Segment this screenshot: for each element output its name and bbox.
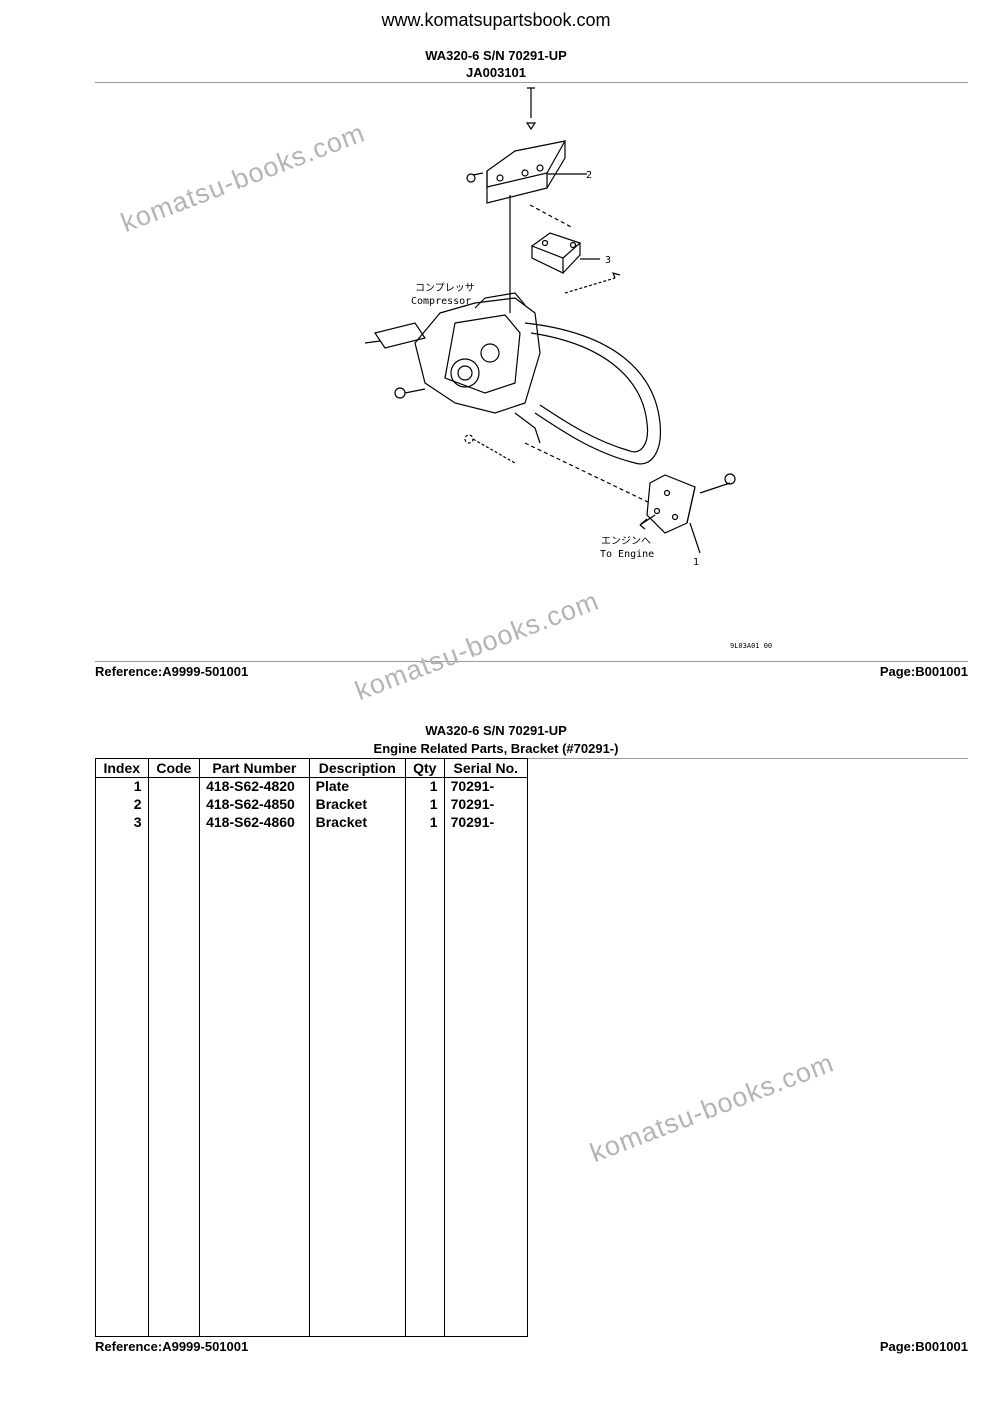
row-code [147,814,201,832]
col-description-header: Description [308,758,406,778]
callout-1: 1 [693,557,699,568]
model-title-bottom: WA320-6 S/N 70291-UP [425,723,567,738]
col-serial-header: Serial No. [443,758,529,778]
row-qty: 1 [404,796,445,814]
table-header-row: Index Code Part Number Description Qty S… [95,758,529,778]
row-part-number: 418-S62-4860 [199,814,310,832]
header-divider-top [95,82,968,83]
row-serial: 70291- [443,814,529,832]
parts-diagram: 2 3 1 コンプレッサ Compressor エンジンへ To Engine … [364,87,772,650]
model-title-top: WA320-6 S/N 70291-UP [425,48,567,63]
table-row: 1 418-S62-4820 Plate 1 70291- [95,777,529,796]
parts-table: Index Code Part Number Description Qty S… [95,758,529,1337]
col-qty-header: Qty [404,758,445,778]
row-description: Bracket [308,796,406,814]
site-url: www.komatsupartsbook.com [381,10,611,30]
group-title: Engine Related Parts, Bracket (#70291-) [373,741,619,756]
compressor-label-en: Compressor [411,296,471,307]
engine-label-en: To Engine [600,549,654,560]
row-code [147,777,201,796]
watermark: komatsu-books.com [585,1047,839,1169]
footer-divider-top [95,661,968,662]
reference-top: Reference:A9999-501001 [95,664,249,679]
row-description: Bracket [308,814,406,832]
col-code-header: Code [147,758,201,778]
table-empty-space [95,832,529,1337]
row-qty: 1 [404,777,445,796]
row-serial: 70291- [443,777,529,796]
table-row: 2 418-S62-4850 Bracket 1 70291- [95,796,529,814]
row-index: 2 [95,796,149,814]
row-code [147,796,201,814]
col-index-header: Index [95,758,149,778]
compressor-label-jp: コンプレッサ [415,282,475,294]
illustration-code: JA003101 [466,65,526,80]
callout-2: 2 [586,170,592,181]
row-qty: 1 [404,814,445,832]
page-number-bottom: Page:B001001 [879,1339,968,1354]
page-number-top: Page:B001001 [879,664,968,679]
row-serial: 70291- [443,796,529,814]
row-description: Plate [308,777,406,796]
engine-label-jp: エンジンへ [601,536,651,547]
callout-3: 3 [605,255,611,266]
reference-bottom: Reference:A9999-501001 [95,1339,249,1354]
drawing-number: 9L03A01 00 [730,642,772,650]
row-index: 1 [95,777,149,796]
row-part-number: 418-S62-4820 [199,777,310,796]
row-index: 3 [95,814,149,832]
row-part-number: 418-S62-4850 [199,796,310,814]
header-divider-bottom [95,758,968,759]
table-row: 3 418-S62-4860 Bracket 1 70291- [95,814,529,832]
col-part-number-header: Part Number [199,758,310,778]
